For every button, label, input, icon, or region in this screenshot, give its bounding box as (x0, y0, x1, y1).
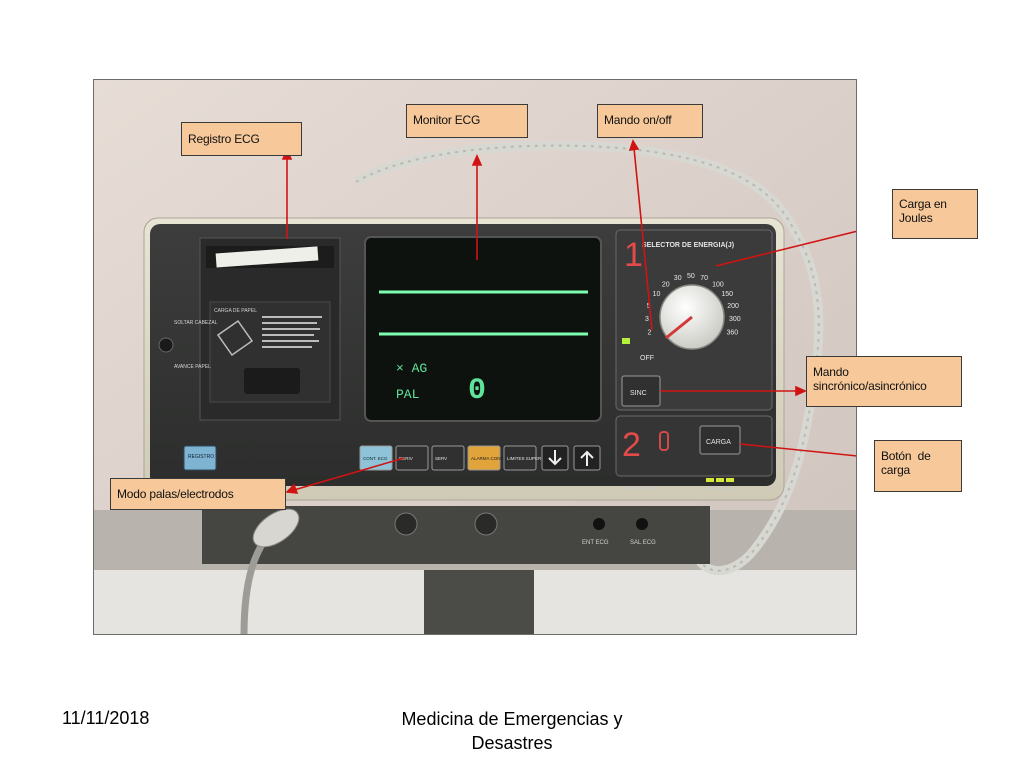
dial-label: 5 (647, 303, 651, 310)
label-modo-text: Modo palas/electrodos (117, 487, 234, 501)
dial-label: 150 (721, 291, 733, 298)
dial-label: 30 (674, 275, 682, 282)
label-modo-palas: Modo palas/electrodos (110, 478, 286, 510)
slide-date: 11/11/2018 (62, 708, 150, 728)
label-registro-text: Registro ECG (188, 132, 260, 146)
registro-button (183, 445, 217, 471)
label-sinc-line2: sincrónico/asincrónico (813, 379, 927, 393)
svg-text:SOLTAR CABEZAL: SOLTAR CABEZAL (174, 320, 218, 326)
label-boton-carga: Botón de carga (874, 440, 962, 492)
panel-button (395, 445, 429, 471)
label-registro-ecg: Registro ECG (181, 122, 302, 156)
label-mando-sincronico: Mando sincrónico/asincrónico (806, 356, 962, 407)
label-monitor-ecg: Monitor ECG (406, 104, 528, 138)
svg-text:CARGA: CARGA (706, 439, 731, 446)
ecg-monitor-screen (364, 236, 602, 422)
svg-text:SELECTOR DE ENERGIA(J): SELECTOR DE ENERGIA(J) (642, 242, 734, 249)
svg-text:OFF: OFF (640, 355, 654, 362)
label-carga-line2: Joules (899, 211, 933, 225)
label-monitor-text: Monitor ECG (413, 113, 481, 127)
panel-button (467, 445, 501, 471)
svg-text:BATERIA: BATERIA (708, 486, 730, 492)
svg-text:SAL ECG: SAL ECG (630, 540, 656, 546)
panel-button-label: SERV (435, 456, 447, 461)
up-arrow-icon (573, 445, 601, 471)
svg-text:SINC: SINC (630, 390, 647, 397)
dial-label: 20 (662, 281, 670, 288)
footer-title-line1: Medicina de Emergencias y (401, 709, 623, 729)
svg-text:1: 1 (624, 236, 643, 274)
paper-toggle-icon (158, 337, 174, 353)
dial-label: 10 (653, 291, 661, 298)
panel-button-label: LIMITES SUPERIOR (507, 456, 550, 461)
dial-label: 100 (712, 281, 724, 288)
recorder-paper (215, 246, 319, 268)
panel-button-label: CONT. ECG (363, 456, 388, 461)
slide-footer-title: Medicina de Emergencias y Desastres (372, 707, 652, 755)
panel-button-label: DERIV (399, 456, 413, 461)
down-arrow-icon (541, 445, 569, 471)
svg-text:0: 0 (468, 374, 486, 408)
dial-label: 3 (645, 316, 649, 323)
panel-button (503, 445, 537, 471)
svg-text:2: 2 (622, 426, 641, 464)
dial-label: 360 (727, 329, 739, 336)
dial-label: 70 (700, 275, 708, 282)
svg-text:CARGA DE PAPEL: CARGA DE PAPEL (214, 308, 257, 314)
dial-label: 2 (648, 329, 652, 336)
carga-button (699, 425, 741, 455)
label-carga-line1: Carga en (899, 197, 947, 211)
svg-text:× AG: × AG (396, 361, 427, 376)
label-boton-line2: carga (881, 463, 911, 477)
svg-text:REGISTRO: REGISTRO (188, 454, 214, 460)
svg-text:PAL: PAL (396, 387, 419, 402)
svg-text:AVANCE PAPEL: AVANCE PAPEL (174, 364, 211, 370)
svg-text:CARGA BAT: CARGA BAT (626, 486, 654, 492)
panel-button-label: ALARMA CONTADOR (471, 456, 517, 461)
dial-label: 200 (727, 303, 739, 310)
svg-text:ENT ECG: ENT ECG (582, 540, 609, 546)
label-carga-joules: Carga en Joules (892, 189, 978, 239)
label-mando-text: Mando on/off (604, 113, 672, 127)
label-mando-on-off: Mando on/off (597, 104, 703, 138)
panel-button (431, 445, 465, 471)
dial-label: 50 (687, 273, 695, 280)
defibrillator-photo: CARGA DE PAPEL SOLTAR CABEZAL AVANCE PAP… (93, 79, 857, 635)
dial-label: 300 (729, 316, 741, 323)
footer-title-line2: Desastres (471, 733, 553, 753)
label-boton-line1: Botón de (881, 449, 931, 463)
label-sinc-line1: Mando (813, 365, 849, 379)
